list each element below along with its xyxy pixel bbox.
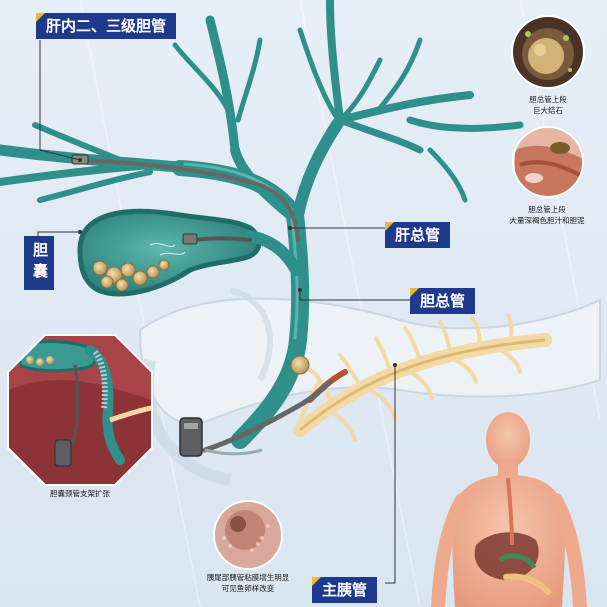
caption-bile-sludge-line2: 大量深褐色胆汁和胆泥 [509,216,585,225]
scope-upper [73,158,300,242]
caption-bile-sludge-line1: 胆总管上段 [528,205,566,214]
scope-lower [202,379,333,453]
label-gallbladder: 胆囊 [24,236,54,290]
label-common-bile-duct: 胆总管 [410,288,476,314]
label-intrahepatic-ducts: 肝内二、三级胆管 [36,13,177,39]
gallstones [92,259,170,292]
leader-lines [37,40,410,584]
label-main-pancreatic-duct: 主胰管 [312,577,378,603]
human-body-figure [431,412,587,607]
caption-pancreatic-duct: 胰尾部胰管粘膜增生明显 可见鱼卵样改变 [188,572,308,594]
caption-pancreatic-duct-line1: 胰尾部胰管粘膜增生明显 [206,573,290,582]
inset-pancreatic-mucosa [214,501,282,569]
cystic-duct [244,230,302,276]
caption-giant-stone-line2: 巨大结石 [533,106,563,115]
caption-pancreatic-duct-line2: 可见鱼卵样改变 [221,584,275,593]
caption-giant-stone: 胆总管上段 巨大结石 [508,94,588,116]
caption-cystic-stent: 胆囊颈管支架扩张 [20,488,140,499]
inset-bile-sludge [513,127,583,197]
caption-cystic-stent-line1: 胆囊颈管支架扩张 [50,489,110,498]
inset-cystic-stent [8,335,152,485]
caption-bile-sludge: 胆总管上段 大量深褐色胆汁和胆泥 [488,204,606,226]
cbd-stone [290,355,310,375]
inset-cystic-stent-frame [7,334,153,486]
caption-giant-stone-line1: 胆总管上段 [529,95,567,104]
pancreas-shape [138,297,601,425]
inset-giant-stone [512,16,584,88]
label-common-hepatic-duct: 肝总管 [385,222,451,248]
